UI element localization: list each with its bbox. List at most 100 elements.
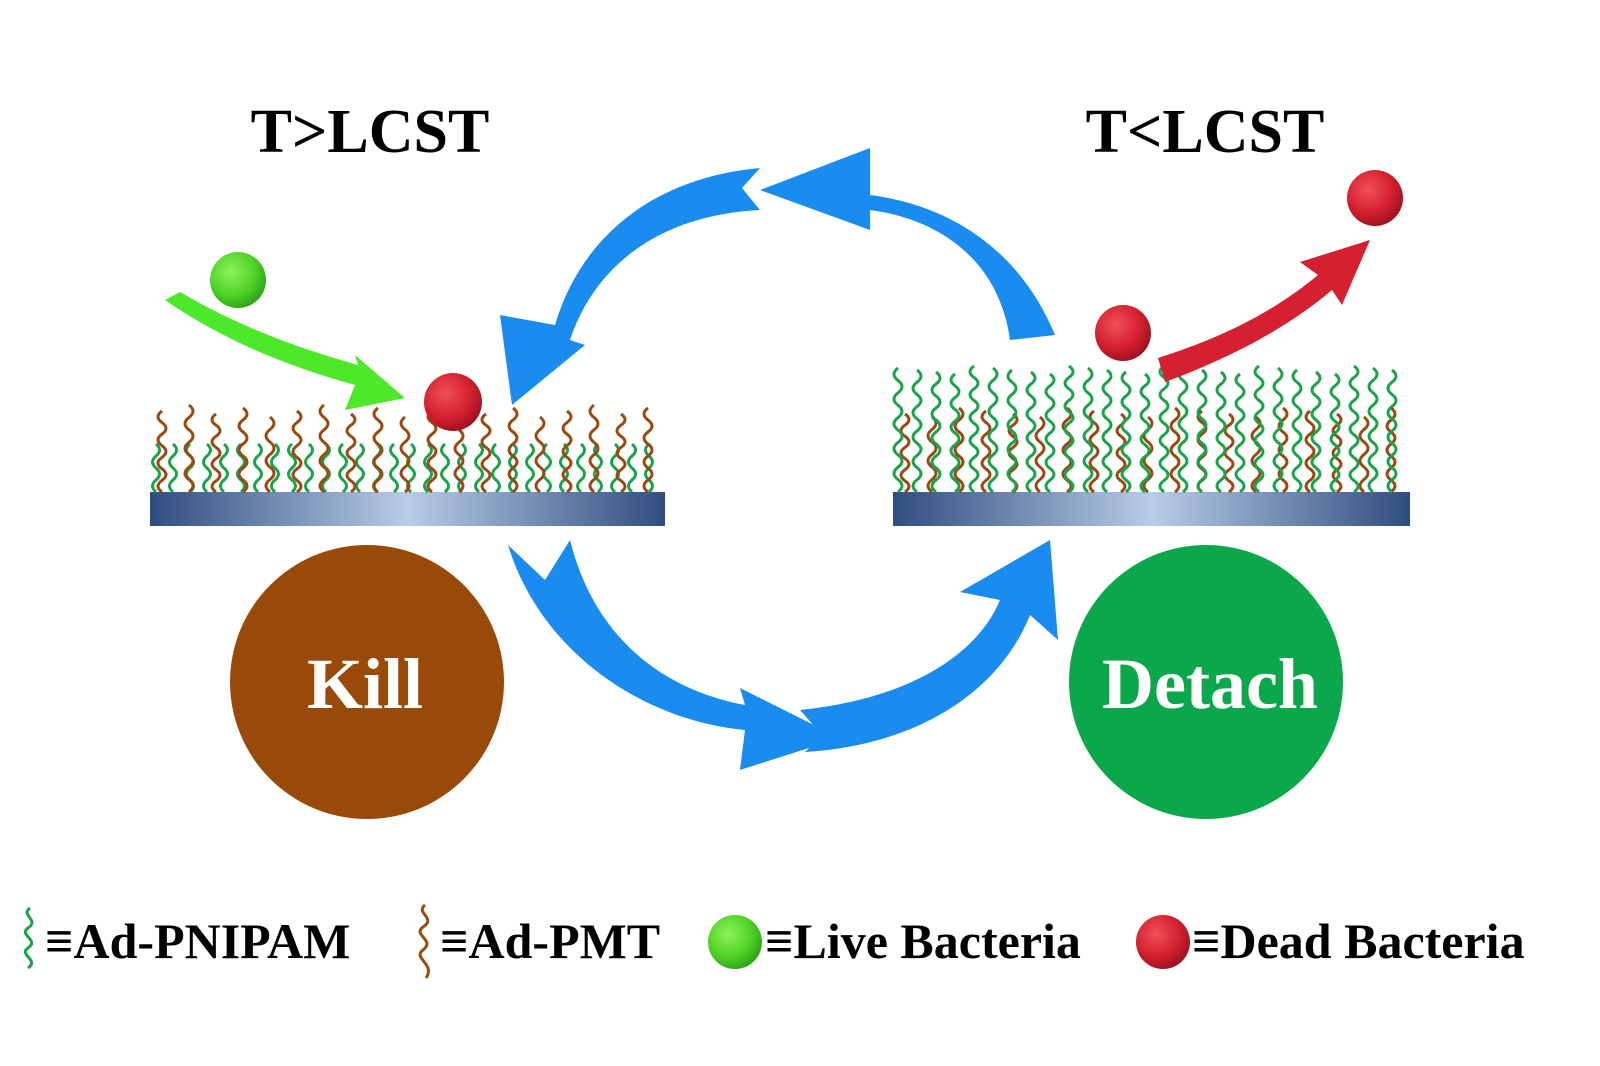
pmt-chain <box>1034 415 1046 494</box>
pmt-chain <box>561 409 573 494</box>
pnipam-chain <box>1367 366 1379 494</box>
pnipam-chain <box>576 442 586 494</box>
pnipam-chain <box>1101 368 1113 494</box>
detach-arrow <box>1158 240 1370 382</box>
pmt-chain <box>1169 406 1181 494</box>
pnipam-chain <box>474 442 484 494</box>
pnipam-chain <box>1234 372 1246 494</box>
pmt-chain <box>642 406 654 494</box>
right-condition-title: T<LCST <box>1086 98 1325 166</box>
cycle-arrows <box>500 148 1058 770</box>
pnipam-chain <box>423 442 433 494</box>
legend-pmt-text: Ad-PMT <box>469 913 661 969</box>
pmt-chain <box>237 406 249 494</box>
cycle-arrow-top-right <box>760 148 1055 340</box>
pmt-chain <box>318 403 330 494</box>
pnipam-chain <box>1139 372 1151 494</box>
legend-pmt-symbol: ≡ <box>440 913 469 969</box>
pnipam-chain <box>542 442 552 494</box>
pnipam-chain <box>202 442 212 494</box>
pnipam-chain <box>1253 364 1265 494</box>
pmt-chain <box>926 415 938 494</box>
pmt-chain <box>291 409 303 494</box>
pnipam-chain <box>1386 368 1398 494</box>
kill-circle <box>230 545 504 819</box>
pnipam-chain <box>168 442 178 494</box>
pnipam-chain <box>968 364 980 494</box>
left-condition-title: T>LCST <box>251 98 490 166</box>
legend-pnipam-text: Ad-PNIPAM <box>74 913 351 969</box>
pmt-chain <box>1115 412 1127 494</box>
pmt-chain <box>507 406 519 494</box>
legend-pmt-label: ≡Ad-PMT <box>440 913 660 969</box>
pnipam-chain <box>1006 368 1018 494</box>
pnipam-chain <box>1329 372 1341 494</box>
live-approach-arrow <box>165 292 405 410</box>
cycle-arrow-top-left <box>500 168 760 405</box>
legend: ≡Ad-PNIPAM ≡Ad-PMT ≡Live Bacteria ≡Dead … <box>23 903 1525 979</box>
pmt-chain <box>1358 415 1370 494</box>
pnipam-chain <box>253 442 263 494</box>
legend-dead-symbol: ≡ <box>1192 913 1221 969</box>
detached-dead-bacterium <box>1347 170 1403 226</box>
legend-brown-chain-icon <box>418 903 430 979</box>
pnipam-chain <box>355 442 365 494</box>
pmt-chain <box>899 412 911 494</box>
live-bacterium <box>210 252 266 308</box>
pmt-chain <box>980 409 992 494</box>
pnipam-chain <box>1082 366 1094 494</box>
pnipam-chain <box>627 442 637 494</box>
legend-live-label: ≡Live Bacteria <box>765 913 1081 969</box>
pnipam-chain <box>219 442 229 494</box>
pmt-chain <box>183 403 195 494</box>
pnipam-chain <box>1044 372 1056 494</box>
pnipam-chain <box>1196 368 1208 494</box>
right-polymer-brush <box>892 364 1398 494</box>
legend-live-text: Live Bacteria <box>794 913 1081 969</box>
pnipam-chain <box>930 370 942 494</box>
detach-label: Detach <box>1102 644 1318 724</box>
detach-circle <box>1069 545 1343 819</box>
pnipam-chain <box>287 442 297 494</box>
pmt-chain <box>264 415 276 494</box>
pnipam-chain <box>491 442 501 494</box>
legend-green-chain-icon <box>23 906 34 970</box>
legend-pnipam-symbol: ≡ <box>45 913 74 969</box>
pmt-chain <box>588 403 600 494</box>
legend-live-symbol: ≡ <box>765 913 794 969</box>
pmt-chain <box>1088 409 1100 494</box>
pnipam-chain <box>151 442 161 494</box>
pmt-chain <box>480 412 492 494</box>
pmt-chain <box>615 412 627 494</box>
pnipam-chain <box>440 442 450 494</box>
pnipam-chain <box>270 442 280 494</box>
pmt-chain <box>1304 409 1316 494</box>
cycle-arrow-bottom-right <box>800 540 1058 752</box>
pnipam-chain <box>1177 366 1189 494</box>
pmt-chain <box>372 406 384 494</box>
pnipam-chain <box>389 442 399 494</box>
pnipam-chain <box>1291 368 1303 494</box>
legend-red-sphere-icon <box>1136 915 1190 969</box>
pnipam-chain <box>1120 370 1132 494</box>
pnipam-chain <box>1272 366 1284 494</box>
pnipam-chain <box>304 442 314 494</box>
pmt-chain <box>1250 415 1262 494</box>
pmt-chain <box>156 409 168 494</box>
pnipam-chain <box>892 366 904 494</box>
pnipam-chain <box>1025 370 1037 494</box>
pnipam-chain <box>987 366 999 494</box>
pnipam-chain <box>911 368 923 494</box>
pmt-chain <box>210 412 222 494</box>
pnipam-chain <box>1348 364 1360 494</box>
dead-bacterium-on-left-surface <box>424 373 482 431</box>
left-polymer-brush <box>151 403 654 494</box>
pnipam-chain <box>1063 364 1075 494</box>
pmt-chain <box>426 409 438 494</box>
pmt-chain <box>399 415 411 494</box>
pnipam-chain <box>338 442 348 494</box>
pnipam-chain <box>525 442 535 494</box>
left-substrate <box>150 492 665 526</box>
pmt-chain <box>534 415 546 494</box>
